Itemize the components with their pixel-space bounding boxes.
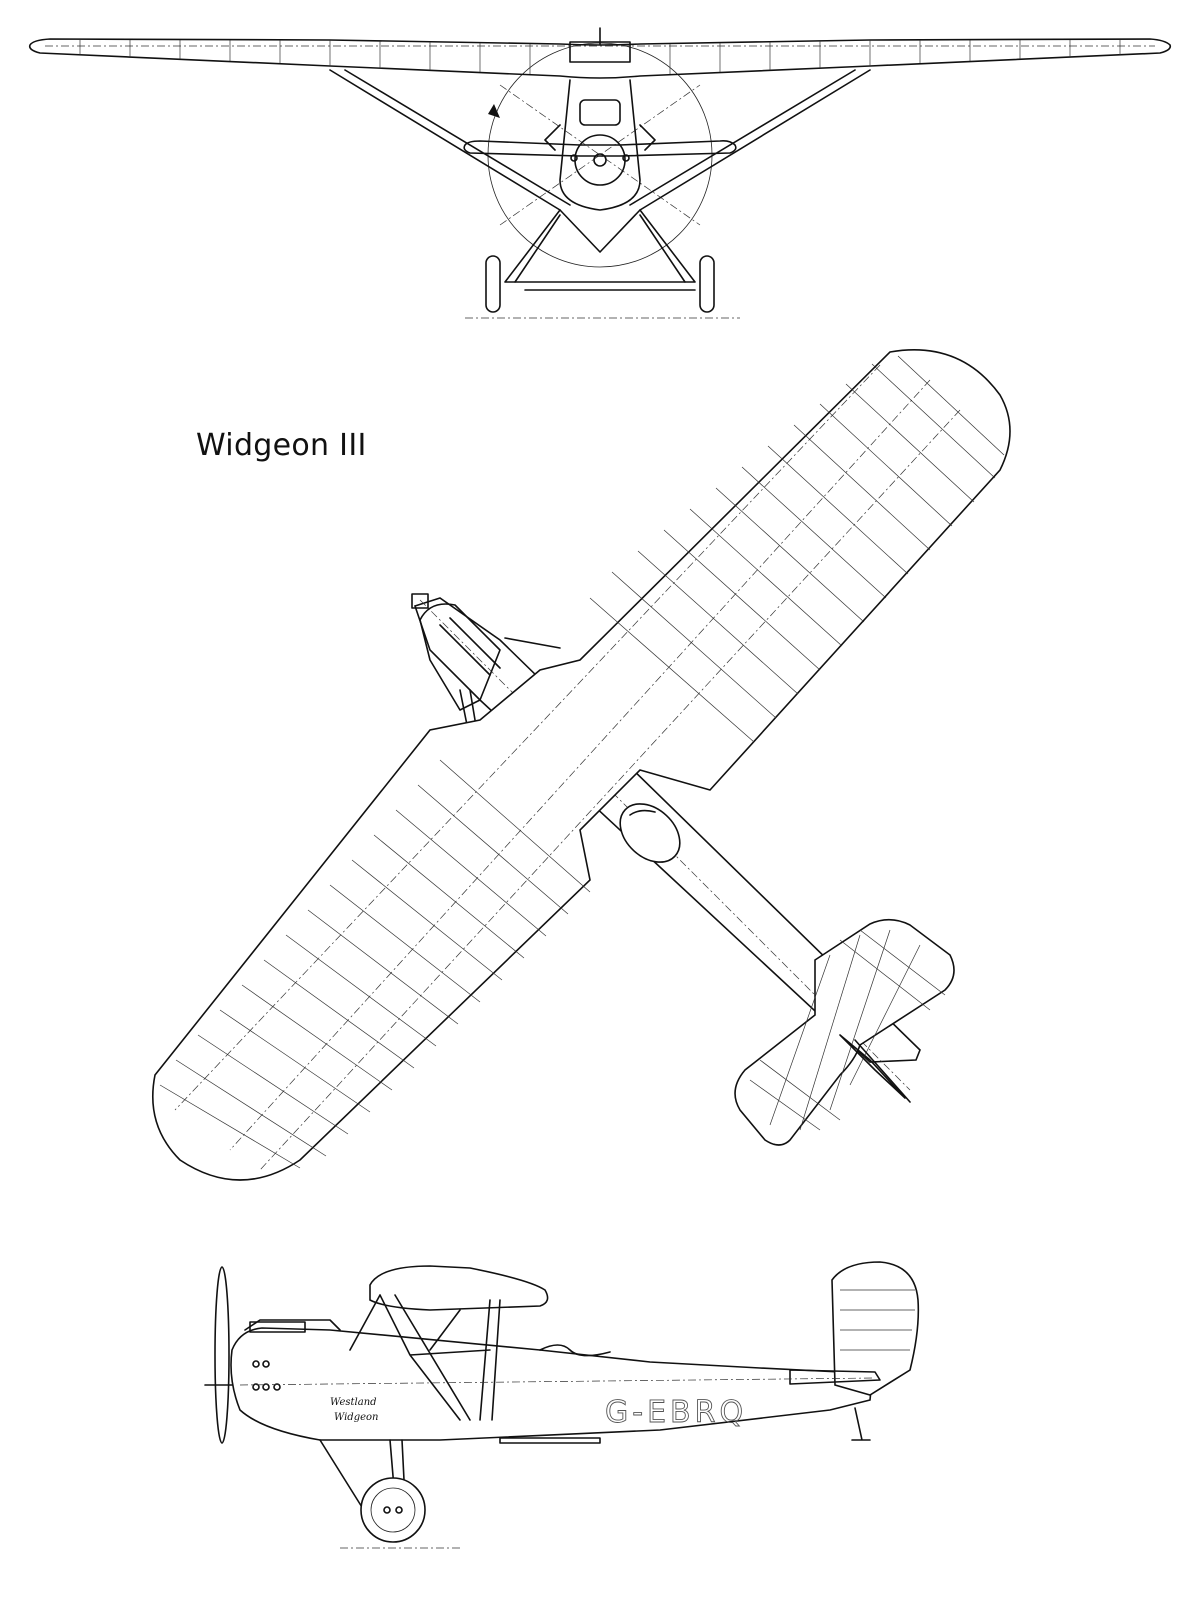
fuselage-script-westland: Westland (330, 1397, 377, 1408)
side-propeller (214, 1266, 230, 1444)
front-wheel-left (485, 255, 501, 313)
front-wing (28, 38, 1172, 79)
side-wheel (360, 1477, 426, 1543)
side-wing-section (369, 1265, 549, 1311)
registration-mark: G-EBRQ (605, 1395, 747, 1430)
plan-wing (152, 349, 1011, 1181)
front-view (28, 27, 1172, 319)
plan-tailplane (734, 918, 955, 1146)
side-tail-fin (831, 1261, 920, 1396)
fuselage-script-widgeon: Widgeon (334, 1412, 378, 1423)
plan-view (152, 349, 1011, 1181)
plan-cockpit (619, 803, 681, 863)
drawing-title: Widgeon III (196, 428, 367, 463)
side-view: Westland Widgeon G-EBRQ (204, 1261, 920, 1549)
front-wheel-right (699, 255, 715, 313)
